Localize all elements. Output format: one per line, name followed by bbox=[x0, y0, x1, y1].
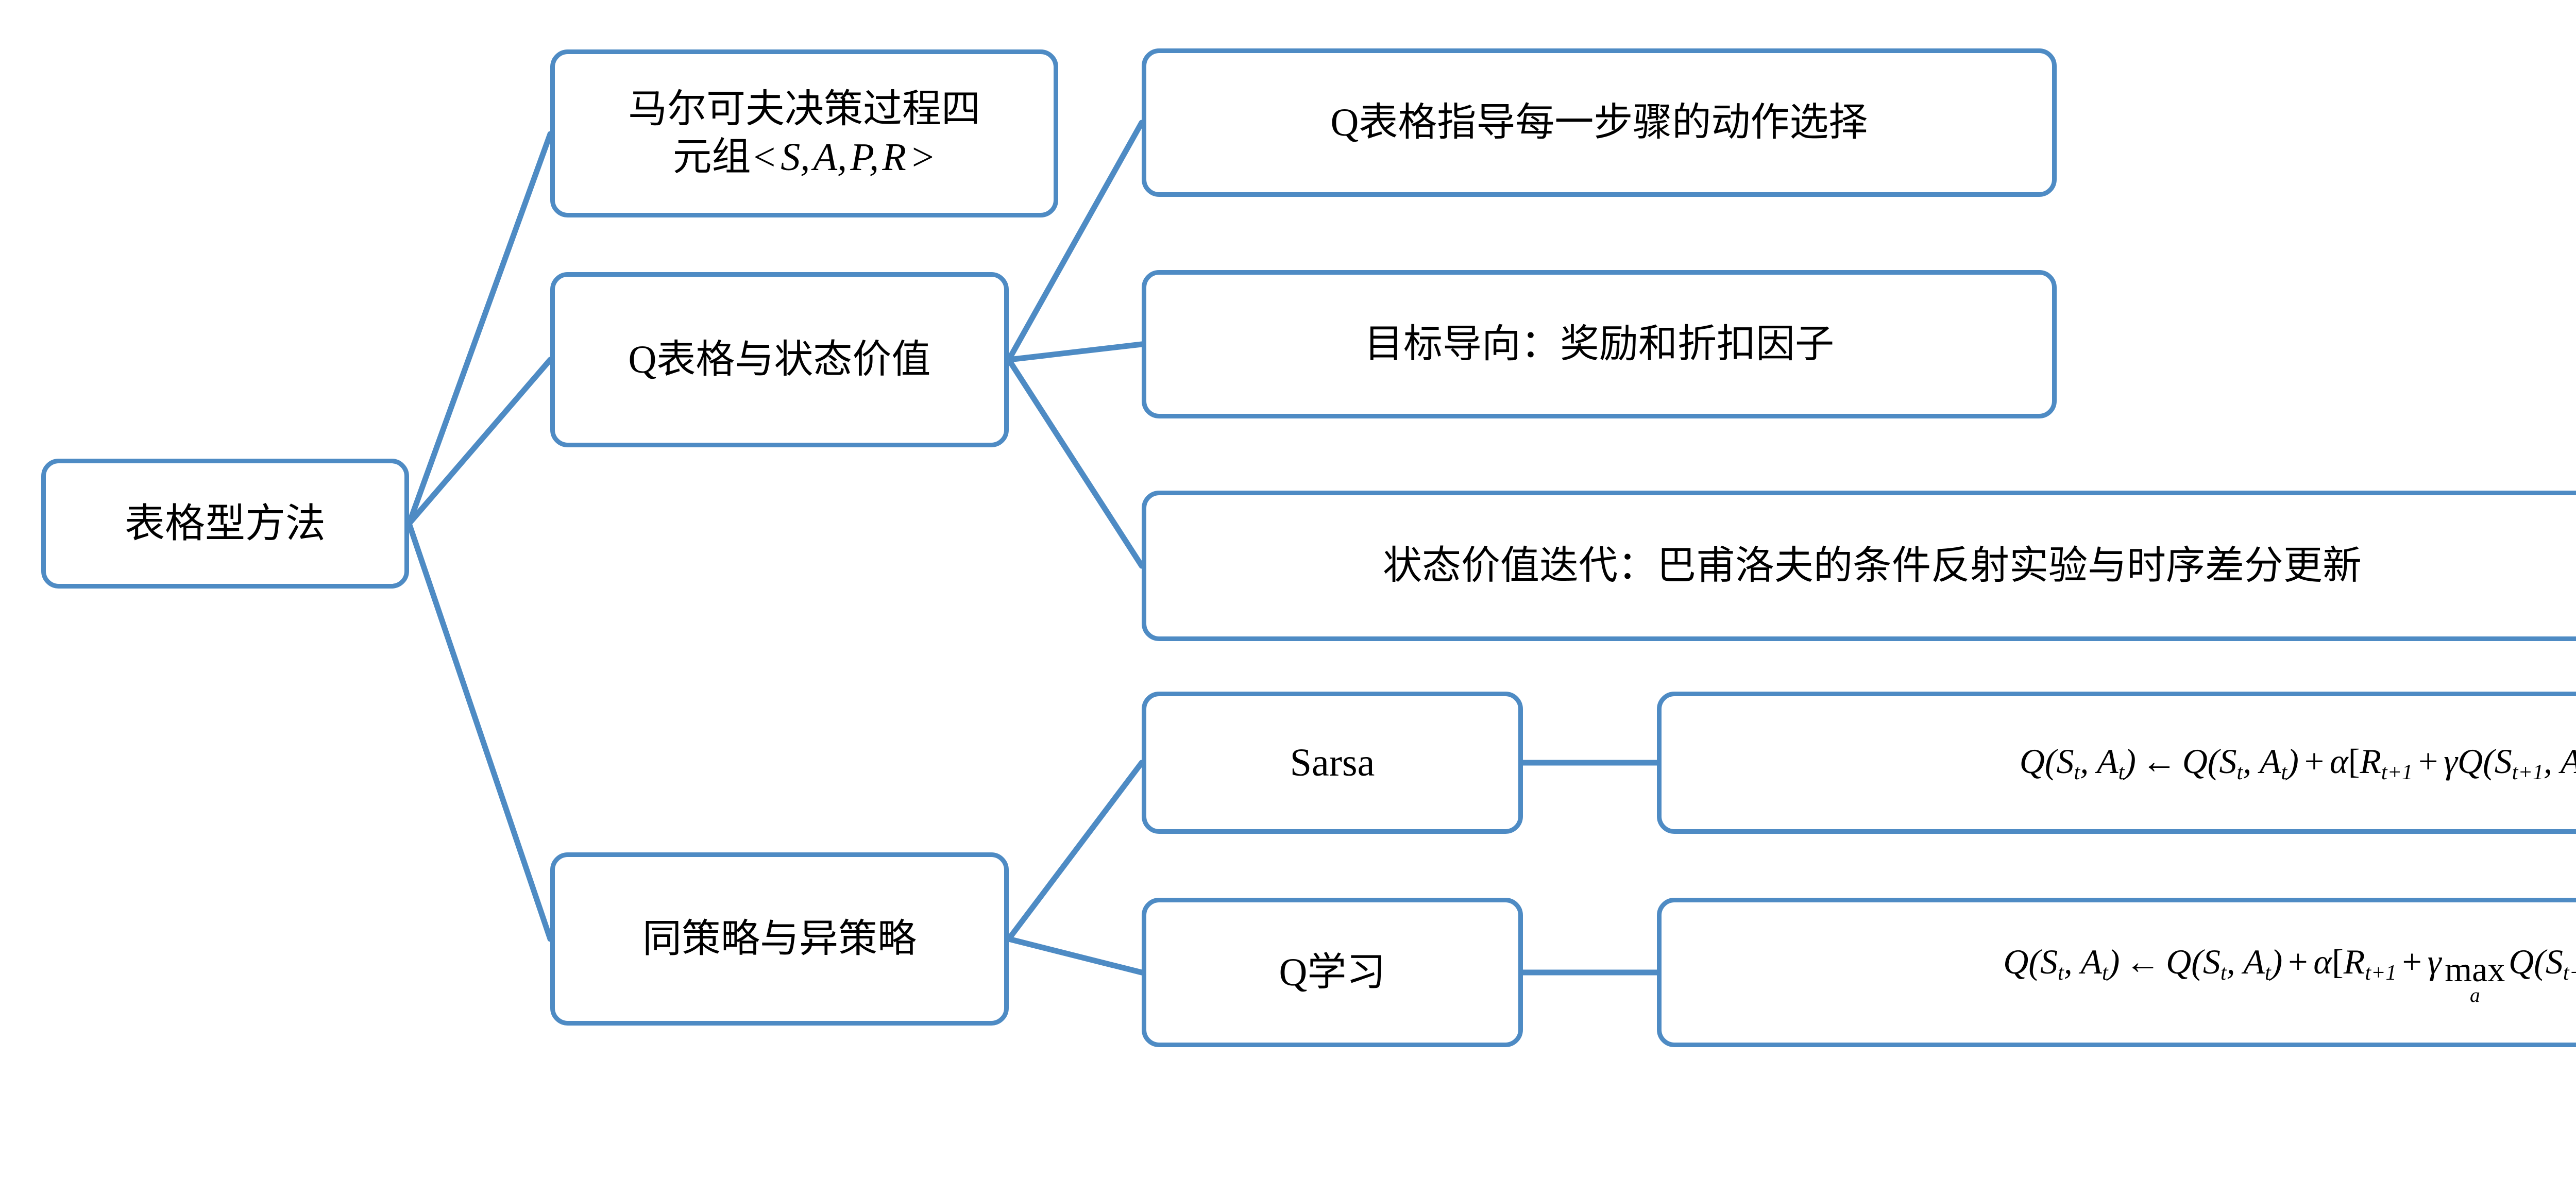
node-q-learning-label: Q学习 bbox=[1279, 950, 1386, 994]
node-sarsa-label: Sarsa bbox=[1290, 741, 1375, 784]
node-formula-q-learning-label: Q(St, At)←Q(St, At)+α[Rt+1+γmaxaQ(St+1, … bbox=[2003, 942, 2576, 1006]
edge-qtable-value bbox=[1006, 357, 1145, 569]
node-root-label: 表格型方法 bbox=[124, 501, 326, 546]
node-qtable-state-value[interactable]: Q表格与状态价值 bbox=[550, 272, 1009, 447]
node-goal-oriented-label: 目标导向：奖励和折扣因子 bbox=[1364, 322, 1834, 366]
edge-qtable-goal bbox=[1006, 341, 1145, 363]
edge-root-qtable bbox=[406, 357, 553, 527]
node-formula-sarsa-label: Q(St, At)←Q(St, At)+α[Rt+1+γQ(St+1, At+1… bbox=[2019, 741, 2576, 784]
mdp-tuple-math: < S, A, P, R > bbox=[751, 136, 936, 179]
node-mdp-tuple[interactable]: 马尔可夫决策过程四 元组< S, A, P, R > bbox=[550, 49, 1058, 217]
node-on-off-policy[interactable]: 同策略与异策略 bbox=[550, 852, 1009, 1026]
mdp-line2-prefix: 元组 bbox=[672, 136, 751, 179]
node-q-learning[interactable]: Q学习 bbox=[1142, 898, 1523, 1047]
edge-root-mdp bbox=[406, 131, 553, 527]
edge-policy-qlearn bbox=[1006, 936, 1145, 976]
node-value-iteration[interactable]: 状态价值迭代：巴甫洛夫的条件反射实验与时序差分更新 bbox=[1142, 491, 2576, 641]
node-goal-oriented[interactable]: 目标导向：奖励和折扣因子 bbox=[1142, 270, 2057, 418]
node-sarsa[interactable]: Sarsa bbox=[1142, 692, 1523, 834]
node-action-selection[interactable]: Q表格指导每一步骤的动作选择 bbox=[1142, 48, 2057, 197]
node-formula-q-learning[interactable]: Q(St, At)←Q(St, At)+α[Rt+1+γmaxaQ(St+1, … bbox=[1657, 898, 2576, 1047]
node-mdp-tuple-label: 马尔可夫决策过程四 元组< S, A, P, R > bbox=[568, 86, 1040, 181]
node-action-selection-label: Q表格指导每一步骤的动作选择 bbox=[1330, 100, 1868, 144]
node-qtable-state-value-label: Q表格与状态价值 bbox=[628, 338, 931, 381]
node-on-off-policy-label: 同策略与异策略 bbox=[642, 917, 917, 961]
mdp-line1: 马尔可夫决策过程四 bbox=[628, 88, 980, 131]
node-formula-sarsa[interactable]: Q(St, At)←Q(St, At)+α[Rt+1+γQ(St+1, At+1… bbox=[1657, 692, 2576, 834]
edge-root-policy bbox=[406, 521, 553, 942]
edge-qtable-step bbox=[1006, 120, 1145, 363]
edge-policy-sarsa bbox=[1006, 760, 1145, 942]
node-root[interactable]: 表格型方法 bbox=[41, 459, 409, 589]
node-value-iteration-label: 状态价值迭代：巴甫洛夫的条件反射实验与时序差分更新 bbox=[1383, 544, 2362, 587]
